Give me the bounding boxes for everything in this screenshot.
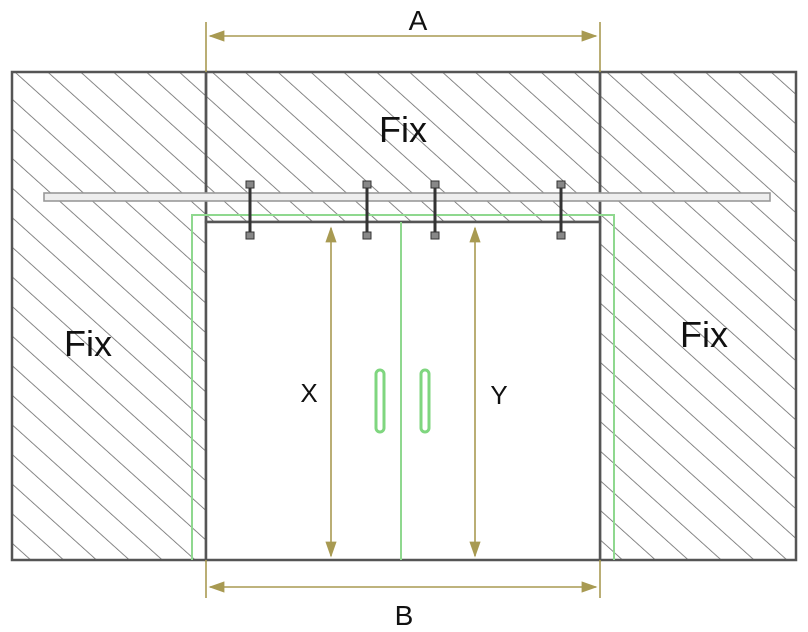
fix-panel-left xyxy=(10,70,208,562)
fix-label-right: Fix xyxy=(680,314,728,355)
door-opening xyxy=(204,220,602,562)
roller-hanger xyxy=(430,180,440,240)
roller-hanger xyxy=(362,180,372,240)
fix-label-top: Fix xyxy=(379,109,427,150)
dimension-label-y: Y xyxy=(490,380,507,410)
fix-label-left: Fix xyxy=(64,323,112,364)
fix-panel-right xyxy=(598,70,798,562)
roller-hanger xyxy=(245,180,255,240)
dimension-label-a: A xyxy=(409,5,428,36)
dimension-a xyxy=(205,22,601,72)
dimension-label-b: B xyxy=(395,600,414,631)
door-handle-right xyxy=(419,368,431,434)
roller-hanger xyxy=(556,180,566,240)
track-rail xyxy=(43,192,771,202)
door-handle-left xyxy=(374,368,386,434)
dimension-label-x: X xyxy=(300,378,317,408)
dimension-b xyxy=(205,560,601,598)
glass-door-outline xyxy=(191,214,615,560)
